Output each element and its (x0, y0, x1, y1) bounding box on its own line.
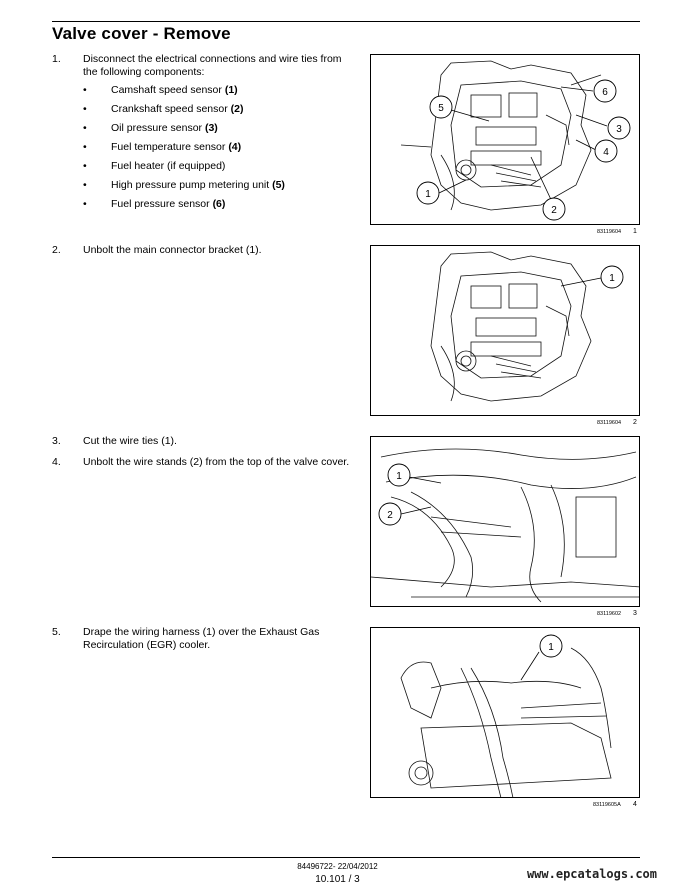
figure-number: 2 (633, 419, 637, 426)
item-label: Camshaft speed sensor (111, 84, 222, 96)
list-item: • High pressure pump metering unit (5) (83, 179, 353, 198)
figure-code: 83119602 (597, 611, 622, 617)
page-title: Valve cover - Remove (52, 24, 231, 43)
callout-label: 2 (387, 510, 393, 521)
figure-code: 83119605A (593, 802, 621, 808)
bullet-icon: • (83, 160, 87, 172)
item-ref: (3) (204, 122, 218, 134)
step-text: Disconnect the electrical connections an… (83, 53, 342, 78)
item-ref: (1) (224, 84, 238, 96)
step-number: 1. (52, 53, 61, 65)
figure-2-connector-bracket: 1 (370, 245, 640, 416)
step-text: Drape the wiring harness (1) over the Ex… (83, 626, 320, 651)
bullet-icon: • (83, 179, 87, 191)
item-label: High pressure pump metering unit (111, 179, 270, 191)
item-ref: (5) (272, 179, 285, 191)
bullet-icon: • (83, 103, 87, 115)
figure-3-wire-ties: 1 2 (370, 436, 640, 607)
list-item: • Fuel temperature sensor (4) (83, 141, 353, 160)
bullet-icon: • (83, 141, 87, 153)
item-ref: (4) (228, 141, 242, 153)
list-item: • Oil pressure sensor (3) (83, 122, 353, 141)
callout-label: 4 (603, 147, 609, 158)
callout-label: 1 (548, 642, 554, 653)
page-number: 10.101 / 3 (315, 874, 360, 885)
callout-label: 3 (616, 124, 622, 135)
bullet-icon: • (83, 84, 87, 96)
footer-rule (52, 857, 640, 858)
component-list: • Camshaft speed sensor (1) • Crankshaft s… (83, 84, 353, 217)
item-ref: (2) (230, 103, 244, 115)
item-label: Crankshaft speed sensor (111, 103, 228, 115)
list-item: • Camshaft speed sensor (1) (83, 84, 353, 103)
callout-label: 1 (609, 273, 615, 284)
step-text: Unbolt the main connector bracket (1). (83, 244, 262, 256)
figure-code: 83119604 (597, 420, 622, 426)
callout-label: 1 (425, 189, 431, 200)
item-label: Fuel heater (if equipped) (111, 160, 226, 172)
figure-code: 83119604 (597, 229, 622, 235)
step-text: Cut the wire ties (1). (83, 435, 177, 447)
list-item: • Crankshaft speed sensor (2) (83, 103, 353, 122)
step-number: 2. (52, 244, 61, 256)
watermark: www.epcatalogs.com (526, 867, 657, 881)
callout-label: 2 (551, 205, 557, 216)
step-text: Unbolt the wire stands (2) from the top … (83, 456, 350, 468)
step-number: 4. (52, 456, 61, 468)
figure-number: 3 (633, 610, 637, 617)
item-ref: (6) (212, 198, 226, 210)
callout-label: 6 (602, 87, 608, 98)
engine-illustration: 1 (430, 251, 624, 402)
item-label: Fuel pressure sensor (111, 198, 210, 210)
step-number: 3. (52, 435, 61, 447)
figure-1-engine-sensors: 1 2 3 4 5 6 (370, 54, 640, 225)
list-item: • Fuel pressure sensor (6) (83, 198, 353, 217)
item-label: Fuel temperature sensor (111, 141, 226, 153)
header-rule (52, 21, 640, 22)
engine-illustration: 1 (400, 634, 612, 797)
engine-illustration: 1 2 3 4 5 6 (400, 60, 631, 221)
figure-4-egr-cooler: 1 (370, 627, 640, 798)
bullet-icon: • (83, 122, 87, 134)
bullet-icon: • (83, 198, 87, 210)
callout-label: 5 (438, 103, 444, 114)
harness-illustration: 1 2 (371, 448, 639, 603)
figure-number: 4 (633, 801, 637, 808)
list-item: • Fuel heater (if equipped) (83, 160, 353, 179)
document-reference: 84496722- 22/04/2012 (297, 862, 378, 871)
callout-label: 1 (396, 471, 402, 482)
figure-number: 1 (633, 228, 637, 235)
item-label: Oil pressure sensor (111, 122, 203, 134)
step-number: 5. (52, 626, 61, 638)
